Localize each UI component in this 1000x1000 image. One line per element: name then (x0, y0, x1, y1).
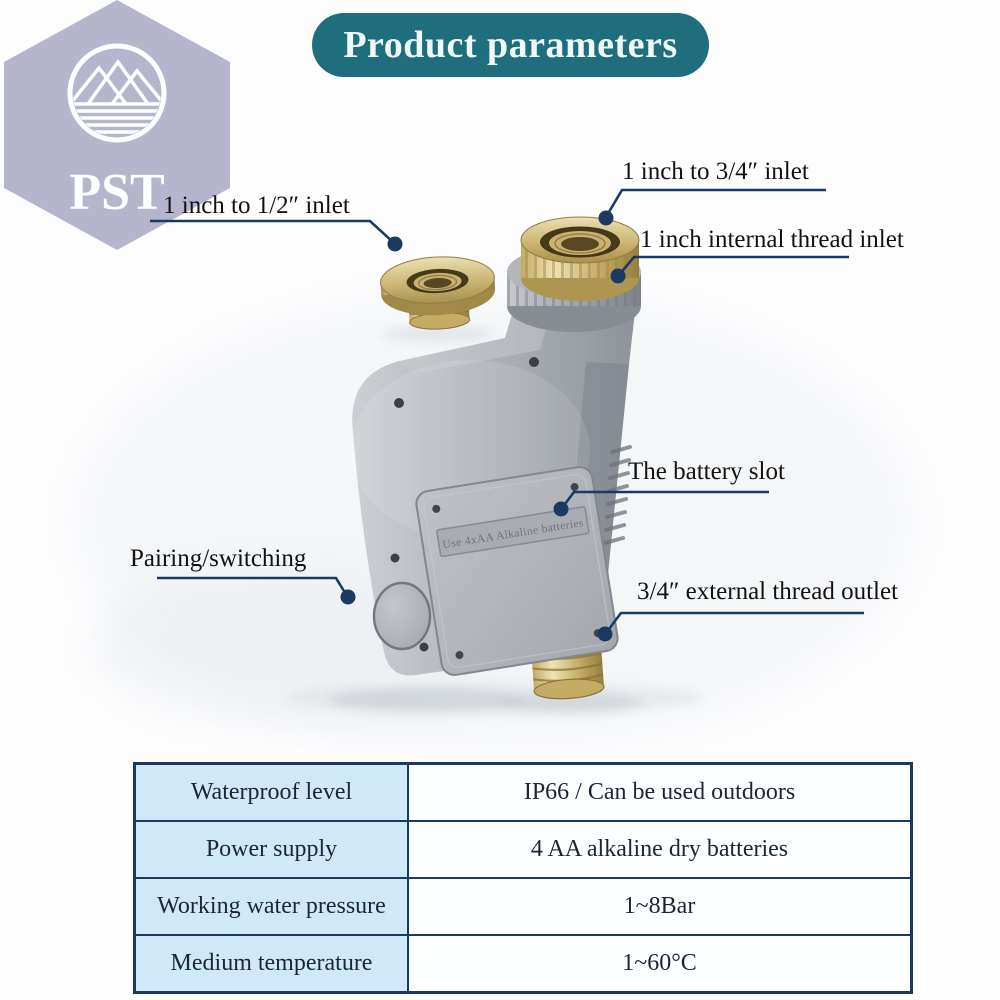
callout-line-inlet-internal (618, 255, 849, 276)
table-row: Waterproof level IP66 / Can be used outd… (133, 762, 913, 822)
callout-dot-outlet (597, 626, 613, 642)
callout-label-inlet-three-quarters: 1 inch to 3/4″ inlet (622, 158, 809, 185)
vent-slots (603, 445, 632, 545)
spec-value: 1~8Bar (407, 877, 913, 936)
callout-dots (340, 210, 626, 642)
callout-line-battery-slot (560, 490, 769, 509)
callout-line-inlet-half (150, 219, 395, 244)
callout-line-outlet (604, 611, 864, 634)
callout-dot-inlet-three-quarters (598, 210, 614, 226)
callout-line-pairing (157, 576, 349, 597)
spec-table: Waterproof level IP66 / Can be used outd… (133, 762, 913, 994)
callout-lines (150, 188, 864, 634)
table-row: Power supply 4 AA alkaline dry batteries (133, 820, 913, 879)
callout-label-outlet: 3/4″ external thread outlet (637, 578, 899, 605)
spec-value: 1~60°C (407, 934, 913, 994)
callout-label-battery-slot: The battery slot (628, 458, 785, 485)
brass-inlet-cap (520, 216, 640, 301)
logo-text: PST (69, 164, 164, 221)
battery-panel: Use 4xAA Alkaline batteries (415, 466, 619, 676)
page-title: Product parameters (312, 13, 709, 77)
spec-table-body: Waterproof level IP66 / Can be used outd… (133, 762, 913, 994)
callout-label-inlet-internal: 1 inch internal thread inlet (640, 226, 904, 253)
page-title-text: Product parameters (343, 24, 678, 66)
spec-param: Power supply (133, 820, 409, 879)
callout-dot-battery-slot (553, 501, 569, 517)
spec-param: Medium temperature (133, 934, 409, 994)
brass-adapter-half-inch (380, 256, 496, 330)
engraved-plate (436, 506, 590, 558)
callout-label-inlet-half: 1 inch to 1/2″ inlet (163, 192, 350, 219)
callout-label-pairing: Pairing/switching (130, 545, 307, 572)
spec-param: Waterproof level (133, 762, 409, 822)
callout-line-inlet-three-quarters (604, 188, 826, 218)
spec-value: 4 AA alkaline dry batteries (407, 820, 913, 879)
callout-dot-inlet-half (387, 236, 403, 252)
pairing-button (372, 581, 432, 651)
spec-value: IP66 / Can be used outdoors (407, 762, 913, 822)
callout-dot-pairing (340, 589, 356, 605)
spec-param: Working water pressure (133, 877, 409, 936)
table-row: Working water pressure 1~8Bar (133, 877, 913, 936)
callout-dot-inlet-internal (610, 268, 626, 284)
table-row: Medium temperature 1~60°C (133, 934, 913, 994)
pst-logo: PST (4, 0, 230, 250)
